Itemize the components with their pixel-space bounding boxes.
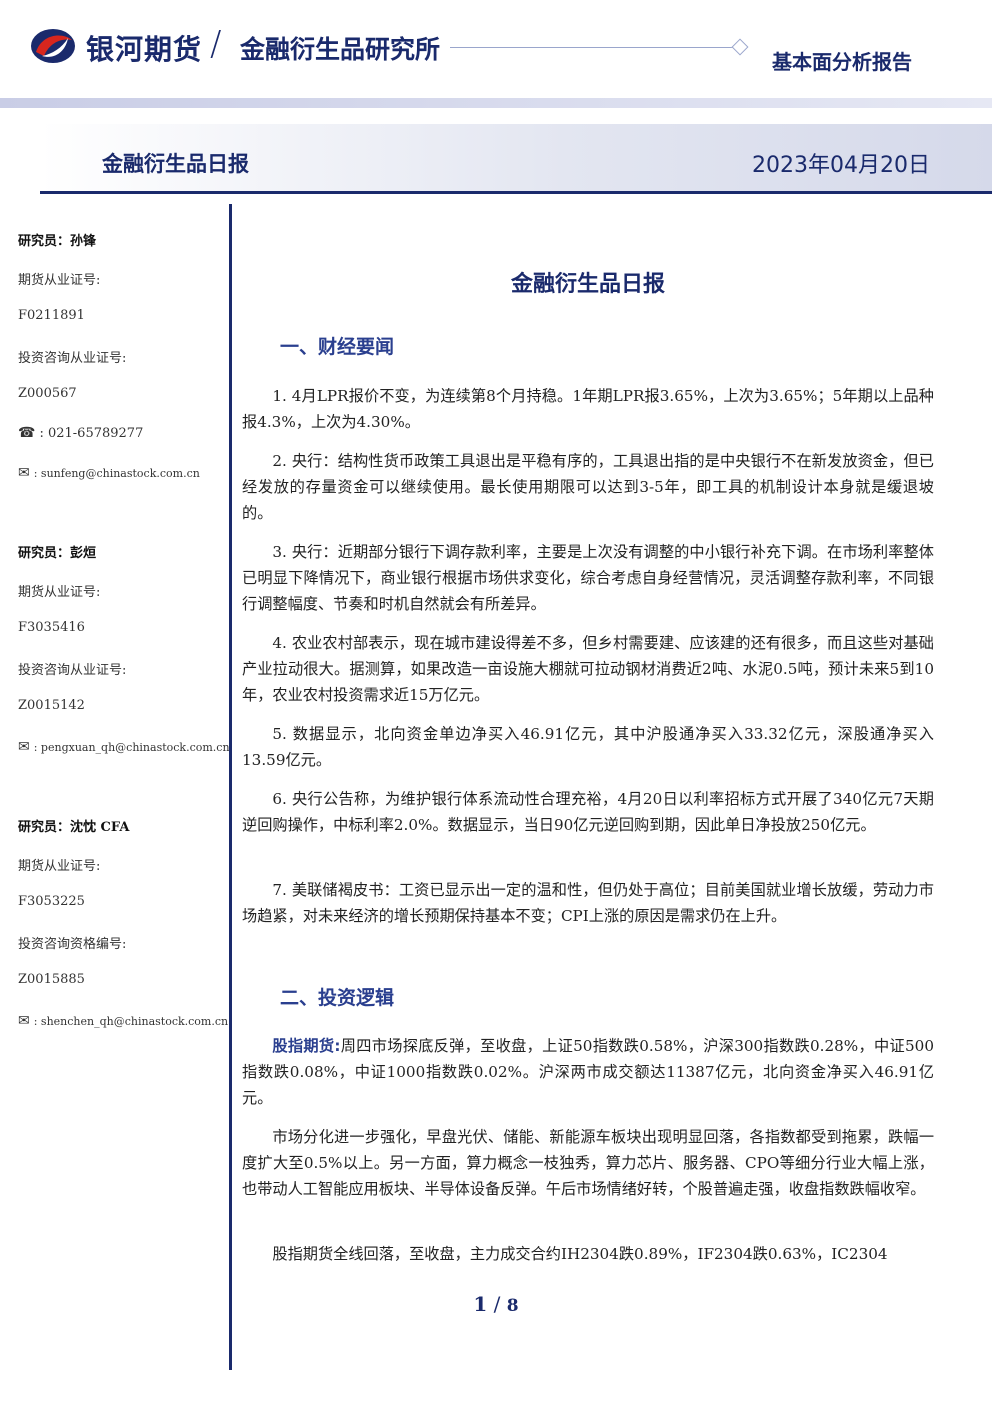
section-heading-logic: 二、投资逻辑 — [280, 987, 395, 1009]
consult-number: Z0015142 — [18, 698, 85, 713]
total-pages: 8 — [506, 1296, 519, 1316]
news-item: 4. 农业农村部表示，现在城市建设得差不多，但乡村需要建、应该建的还有很多，而且… — [242, 634, 934, 704]
galaxy-logo-icon — [31, 29, 75, 63]
license-label: 期货从业证号: — [18, 273, 101, 288]
email-row[interactable]: ✉: pengxuan_qh@chinastock.com.cn — [18, 739, 230, 755]
consult-label: 投资咨询资格编号: — [18, 937, 127, 952]
header-separator: / — [210, 24, 222, 64]
sidebar-divider — [229, 204, 232, 1370]
banner-underline — [40, 191, 992, 194]
email-row[interactable]: ✉: sunfeng@chinastock.com.cn — [18, 465, 200, 481]
title-banner — [40, 124, 992, 194]
news-item: 7. 美联储褐皮书：工资已显示出一定的温和性，但仍处于高位；目前美国就业增长放缓… — [242, 881, 934, 925]
researcher-name: 研究员：彭烜 — [18, 546, 97, 561]
license-label: 期货从业证号: — [18, 585, 101, 600]
logic-lead: 股指期货: — [272, 1037, 341, 1055]
news-item: 6. 央行公告称，为维护银行体系流动性合理充裕，4月20日以利率招标方式开展了3… — [242, 790, 934, 834]
logic-paragraph: 股指期货:周四市场探底反弹，至收盘，上证50指数跌0.58%，沪深300指数跌0… — [242, 1033, 934, 1111]
mail-icon: ✉ — [18, 465, 30, 481]
phone-icon: ☎ — [18, 425, 36, 441]
report-date: 2023年04月20日 — [752, 153, 930, 178]
section-heading-news: 一、财经要闻 — [280, 336, 395, 358]
researcher-name: 研究员：沈忱 CFA — [18, 820, 130, 835]
report-type: 基本面分析报告 — [772, 50, 912, 74]
logic-text: 周四市场探底反弹，至收盘，上证50指数跌0.58%，沪深300指数跌0.28%，… — [242, 1037, 935, 1107]
license-label: 期货从业证号: — [18, 859, 101, 874]
page-number: 1 / 8 — [0, 1292, 992, 1316]
logic-paragraph: 股指期货全线回落，至收盘，主力成交合约IH2304跌0.89%，IF2304跌0… — [272, 1245, 888, 1263]
phone-row: ☎: 021-65789277 — [18, 425, 143, 441]
consult-number: Z000567 — [18, 386, 77, 401]
header-divider-line — [450, 47, 735, 48]
news-item: 1. 4月LPR报价不变，为连续第8个月持稳。1年期LPR报3.65%，上次为3… — [242, 387, 934, 431]
news-item: 5. 数据显示，北向资金单边净买入46.91亿元，其中沪股通净买入33.32亿元… — [242, 725, 934, 769]
license-number: F0211891 — [18, 308, 85, 323]
consult-number: Z0015885 — [18, 972, 85, 987]
email-row[interactable]: ✉: shenchen_qh@chinastock.com.cn — [18, 1013, 228, 1029]
news-item: 2. 央行：结构性货币政策工具退出是平稳有序的，工具退出指的是中央银行不在新发放… — [242, 452, 934, 522]
banner-title: 金融衍生品日报 — [102, 152, 249, 176]
phone-number: : 021-65789277 — [39, 426, 144, 441]
logic-paragraph: 市场分化进一步强化，早盘光伏、储能、新能源车板块出现明显回落，各指数都受到拖累，… — [242, 1128, 934, 1198]
email-address[interactable]: : shenchen_qh@chinastock.com.cn — [33, 1015, 229, 1028]
company-name: 银河期货 — [86, 33, 203, 66]
institute-name: 金融衍生品研究所 — [240, 35, 441, 64]
email-address[interactable]: : pengxuan_qh@chinastock.com.cn — [33, 741, 230, 754]
diamond-icon — [731, 38, 749, 56]
current-page: 1 — [473, 1292, 488, 1316]
page-separator: / — [493, 1292, 501, 1316]
researcher-name: 研究员：孙锋 — [18, 234, 97, 249]
news-item: 3. 央行：近期部分银行下调存款利率，主要是上次没有调整的中小银行补充下调。在市… — [242, 543, 934, 613]
license-number: F3053225 — [18, 894, 85, 909]
mail-icon: ✉ — [18, 739, 30, 755]
email-address[interactable]: : sunfeng@chinastock.com.cn — [33, 467, 200, 480]
header-band — [0, 98, 992, 108]
consult-label: 投资咨询从业证号: — [18, 663, 127, 678]
report-header: 银河期货 / 金融衍生品研究所 基本面分析报告 — [0, 0, 992, 110]
license-number: F3035416 — [18, 620, 85, 635]
page-title: 金融衍生品日报 — [510, 272, 665, 297]
consult-label: 投资咨询从业证号: — [18, 351, 127, 366]
mail-icon: ✉ — [18, 1013, 30, 1029]
